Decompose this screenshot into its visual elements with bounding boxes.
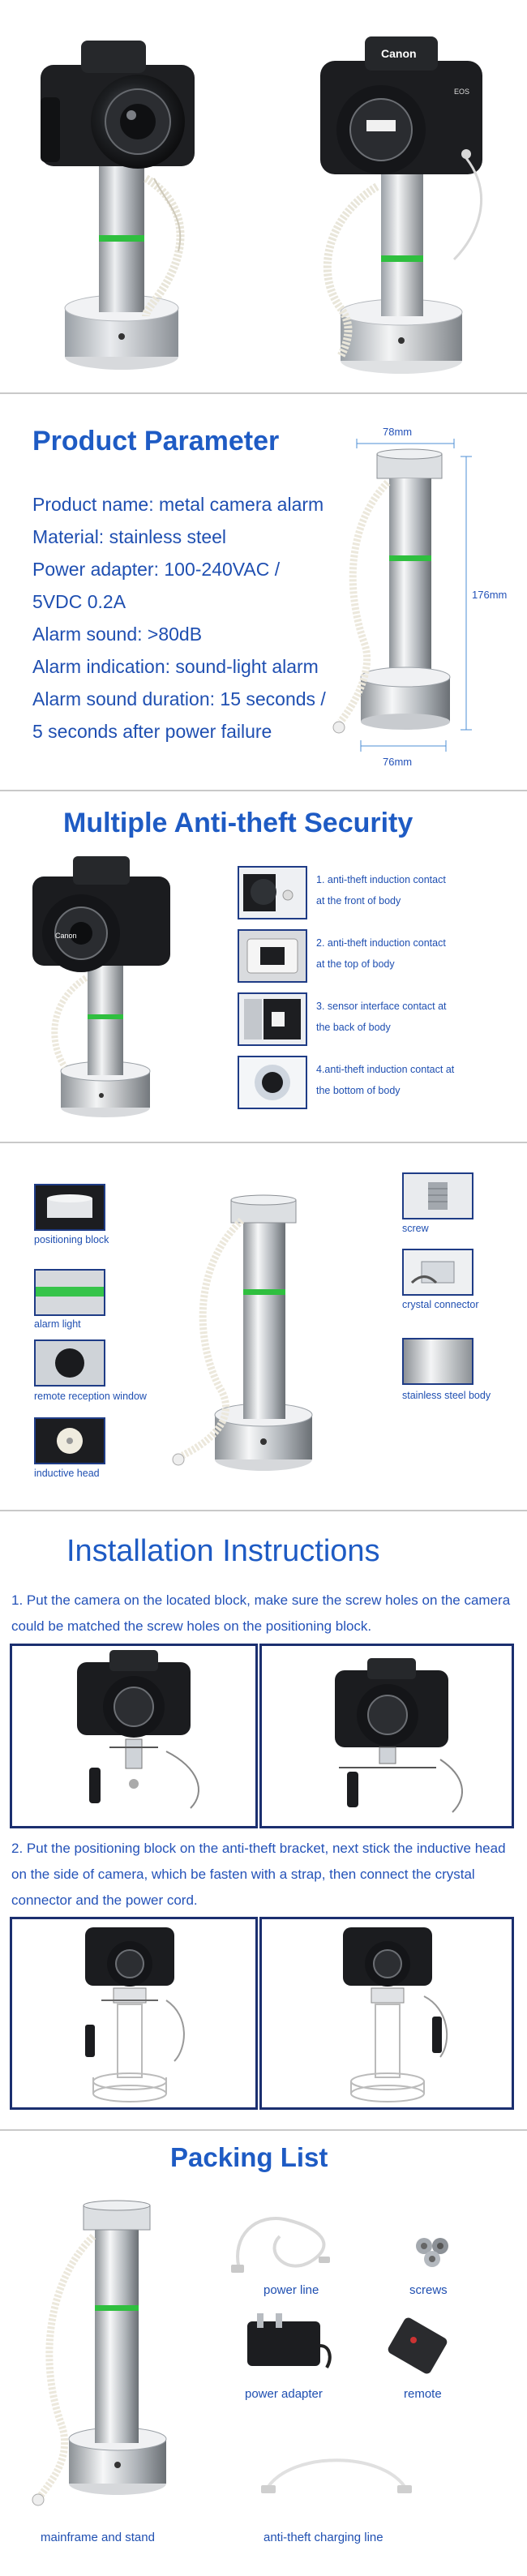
security-thumb-4: [238, 1056, 307, 1109]
param-line-7: Alarm sound duration: 15 seconds /: [32, 688, 326, 709]
dim-bottom-label: 76mm: [383, 756, 413, 768]
install-step-1: 1. Put the camera on the located block, …: [11, 1592, 511, 1634]
security-item-3-line2: the back of body: [316, 1022, 391, 1033]
part-label-inductive-head: inductive head: [34, 1468, 100, 1479]
security-item-4-line1: 4.anti-theft induction contact at: [316, 1064, 455, 1075]
dim-side-label: 176mm: [472, 589, 508, 601]
install-step1-photo-left: [10, 1644, 258, 1828]
hero-camera-left-image: [41, 41, 195, 370]
security-item-1-line2: at the front of body: [316, 895, 401, 907]
divider: [0, 1142, 527, 1143]
install-step2-photo-left: [10, 1917, 258, 2110]
packing-power-adapter-image: [247, 2313, 332, 2369]
packing-screws-image: [416, 2238, 448, 2267]
security-item-4-line2: the bottom of body: [316, 1085, 401, 1096]
packing-section: Packing List mainframe and stand power l…: [0, 2131, 527, 2576]
part-thumb-remote-reception-window: [34, 1339, 105, 1387]
packing-label-remote: remote: [404, 2387, 442, 2401]
packing-title: Packing List: [170, 2142, 328, 2172]
packing-label-power-line: power line: [264, 2283, 319, 2297]
security-item-1-line1: 1. anti-theft induction contact: [316, 874, 446, 885]
packing-remote-image: [388, 2317, 448, 2374]
part-label-alarm-light: alarm light: [34, 1318, 81, 1330]
part-thumb-alarm-light: [34, 1269, 105, 1316]
security-camera-brand: Canon: [55, 932, 77, 940]
packing-mainframe-image: [32, 2200, 167, 2506]
param-line-8: 5 seconds after power failure: [32, 721, 272, 742]
divider: [0, 2129, 527, 2131]
part-label-stainless-steel-body: stainless steel body: [402, 1390, 491, 1401]
packing-label-screws: screws: [409, 2283, 448, 2297]
part-label-remote-reception-window: remote reception window: [34, 1391, 147, 1402]
divider: [0, 790, 527, 791]
security-section: Multiple Anti-theft Security Canon 1. an…: [0, 791, 527, 1140]
hero-right-brand: Canon: [381, 47, 417, 60]
part-thumb-crystal-connector: [402, 1249, 473, 1296]
param-line-4: 5VDC 0.2A: [32, 591, 126, 612]
product-parameter-section: Product Parameter Product name: metal ca…: [0, 397, 527, 787]
param-line-6: Alarm indication: sound-light alarm: [32, 656, 319, 677]
part-thumb-positioning-block: [34, 1184, 105, 1231]
security-camera-image: [32, 856, 170, 1117]
install-title: Installation Instructions: [66, 1534, 380, 1568]
installation-section: Installation Instructions 1. Put the cam…: [0, 1511, 527, 2128]
install-step2-photo-right: [259, 1917, 514, 2110]
security-thumb-1: [238, 866, 307, 919]
part-label-crystal-connector: crystal connector: [402, 1299, 479, 1310]
part-label-positioning-block: positioning block: [34, 1234, 109, 1245]
divider: [0, 1510, 527, 1511]
param-title: Product Parameter: [32, 426, 280, 456]
packing-label-power-adapter: power adapter: [245, 2387, 323, 2401]
divider: [0, 392, 527, 394]
hero-section: Canon EOS: [0, 0, 527, 389]
part-thumb-screw: [402, 1172, 473, 1219]
dim-top-label: 78mm: [383, 426, 413, 438]
parts-product-image: [172, 1194, 313, 1471]
install-step-2: 2. Put the positioning block on the anti…: [11, 1841, 506, 1908]
packing-label-charging-line: anti-theft charging line: [264, 2531, 383, 2544]
security-title: Multiple Anti-theft Security: [63, 808, 413, 838]
security-item-2-text: 2. anti-theft induction contact at the t…: [316, 932, 446, 975]
security-item-2-line1: 2. anti-theft induction contact: [316, 937, 446, 949]
part-thumb-inductive-head: [34, 1417, 105, 1464]
parts-section: positioning block alarm light remote rec…: [0, 1143, 527, 1507]
param-line-5: Alarm sound: >80dB: [32, 624, 203, 645]
security-item-2-line2: at the top of body: [316, 958, 395, 970]
part-thumb-stainless-steel-body: [402, 1338, 473, 1385]
security-item-3-text: 3. sensor interface contact at the back …: [316, 996, 447, 1038]
packing-charging-line-image: [261, 2458, 412, 2493]
product-dimension-image: [332, 439, 472, 752]
packing-label-mainframe: mainframe and stand: [41, 2531, 155, 2544]
install-step1-photo-right: [259, 1644, 514, 1828]
security-thumb-2: [238, 929, 307, 983]
security-thumb-3: [238, 992, 307, 1046]
param-line-2: Material: stainless steel: [32, 526, 227, 547]
security-item-4-text: 4.anti-theft induction contact at the bo…: [316, 1059, 454, 1101]
param-line-3: Power adapter: 100-240VAC /: [32, 559, 281, 580]
hero-camera-right-image: [320, 36, 483, 374]
hero-right-badge: EOS: [454, 88, 470, 96]
param-line-1: Product name: metal camera alarm: [32, 494, 324, 515]
part-label-screw: screw: [402, 1223, 429, 1234]
security-item-1-text: 1. anti-theft induction contact at the f…: [316, 869, 446, 911]
security-item-3-line1: 3. sensor interface contact at: [316, 1001, 447, 1012]
packing-power-line-image: [231, 2217, 330, 2273]
